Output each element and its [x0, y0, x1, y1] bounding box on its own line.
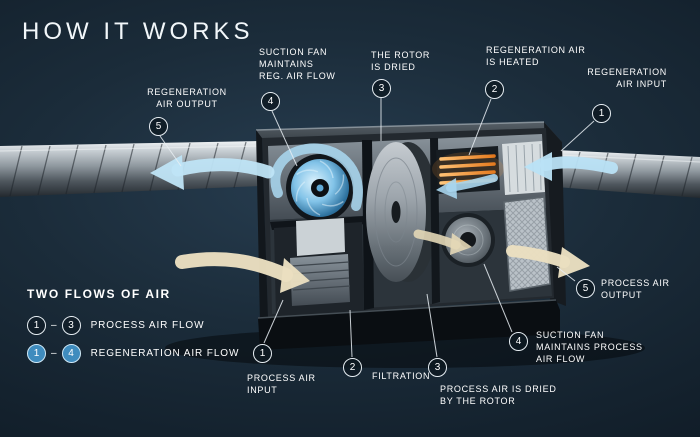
legend-badge-regen-from: 1	[27, 344, 46, 363]
callout-badge-suction-fan-reg: 4	[261, 92, 280, 111]
legend-badge-regen-to: 4	[61, 344, 81, 363]
callout-badge-filtration: 2	[343, 358, 362, 377]
regeneration-air-flow-arrows	[150, 143, 618, 211]
legend-badge-process-to: 3	[61, 316, 81, 335]
legend-dash: –	[51, 320, 57, 331]
callout-label-filtration: FILTRATION	[372, 371, 431, 381]
callout-label-process-air-output: PROCESS AIR OUTPUT	[601, 278, 670, 300]
machine-cabinet	[255, 121, 566, 350]
callout-badge-process-dried: 3	[428, 358, 447, 377]
legend-dash: –	[51, 348, 57, 359]
legend-badge-process-from: 1	[27, 316, 46, 335]
callout-label-suction-fan-reg: SUCTION FAN MAINTAINS REG. AIR FLOW	[259, 47, 336, 81]
callout-label-reg-heated: REGENERATION AIR IS HEATED	[486, 45, 586, 67]
leader-lines	[159, 98, 595, 358]
callout-badge-reg-output: 5	[149, 117, 168, 136]
callout-label-process-air-input: PROCESS AIR INPUT	[247, 373, 316, 395]
legend-label-regeneration: REGENERATION AIR FLOW	[90, 348, 240, 359]
callout-label-process-air-dried: PROCESS AIR IS DRIED BY THE ROTOR	[440, 384, 557, 406]
legend-row-regeneration: 1 – 4 REGENERATION AIR FLOW	[27, 344, 239, 363]
callout-badge-rotor-dried: 3	[372, 79, 391, 98]
callout-badge-reg-heated: 2	[485, 80, 504, 99]
process-air-flow-arrows	[175, 229, 590, 293]
regeneration-fan	[286, 154, 354, 222]
legend-row-process: 1 – 3 PROCESS AIR FLOW	[27, 316, 204, 335]
callout-badge-process-input: 1	[253, 344, 272, 363]
callout-badge-suction-fan-process: 4	[509, 332, 528, 351]
callout-label-suction-fan-process: SUCTION FAN MAINTAINS PROCESS AIR FLOW	[536, 330, 643, 364]
filtration-unit	[274, 218, 364, 318]
callout-badge-reg-input: 1	[592, 104, 611, 123]
callout-label-rotor-dried: THE ROTOR IS DRIED	[371, 50, 431, 72]
legend-label-process: PROCESS AIR FLOW	[90, 320, 205, 331]
legend-title: TWO FLOWS OF AIR	[27, 287, 171, 301]
rotor	[366, 142, 438, 282]
callout-badge-process-output: 5	[576, 279, 595, 298]
callout-label-regeneration-air-output: REGENERATION AIR OUTPUT	[147, 87, 227, 109]
callout-label-regeneration-air-input: REGENERATION AIR INPUT	[587, 67, 667, 89]
machine-base	[257, 299, 560, 350]
filter-panel	[503, 196, 551, 292]
page-title: HOW IT WORKS	[22, 18, 254, 45]
left-duct	[0, 141, 261, 197]
